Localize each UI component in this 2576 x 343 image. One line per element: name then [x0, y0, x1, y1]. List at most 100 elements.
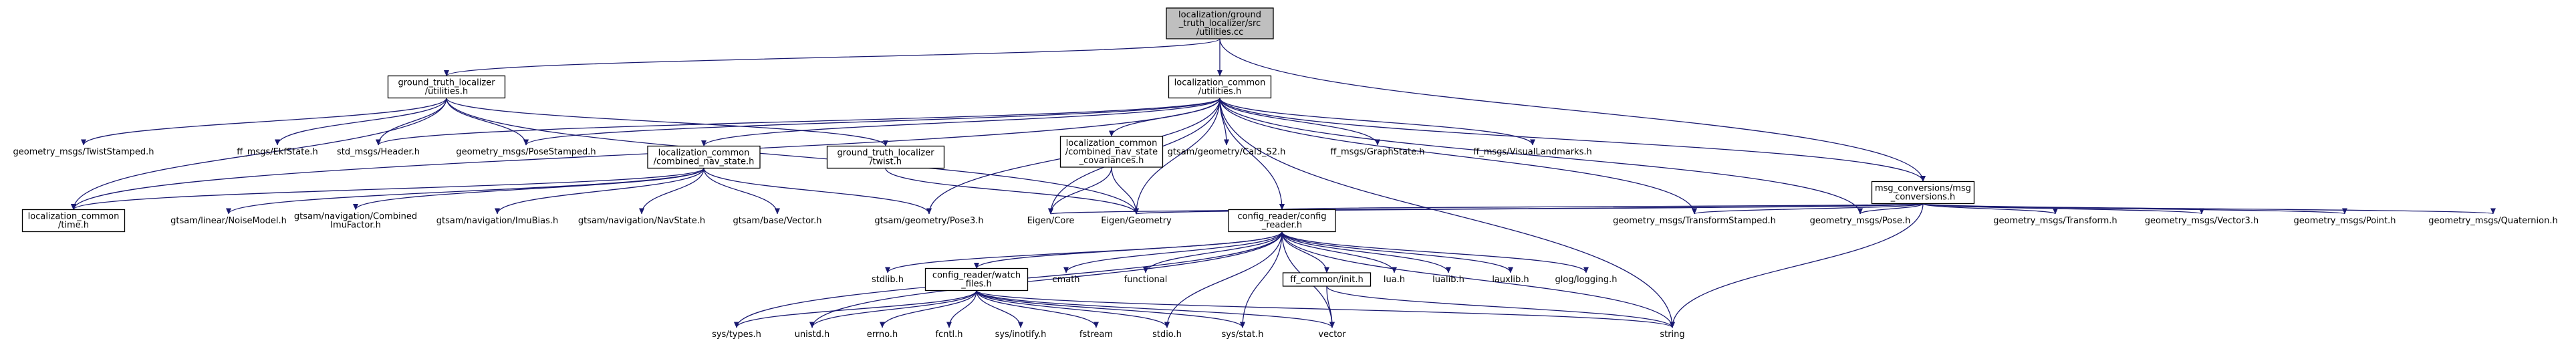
edge-cns-to-vector-h	[703, 168, 780, 215]
edge-lc-utilities-to-lc-time	[71, 98, 1220, 210]
node-label: gtsam/geometry/Pose3.h	[874, 216, 983, 226]
node-label: glog/logging.h	[1555, 275, 1618, 285]
node-gtl-utilities[interactable]: ground_truth_localizer/utilities.h	[387, 75, 506, 99]
node-cnsc[interactable]: localization_common/combined_nav_state_c…	[1059, 136, 1164, 168]
node-label: geometry_msgs/Vector3.h	[2145, 216, 2259, 226]
node-label-line: errno.h	[867, 330, 898, 340]
node-box	[1168, 75, 1272, 99]
node-label-line: string	[1660, 330, 1684, 340]
edge-watch-files-to-sys-types	[734, 290, 977, 328]
node-lua: lua.h	[1384, 275, 1405, 285]
node-label: unistd.h	[795, 330, 830, 340]
node-box	[1166, 7, 1274, 39]
dependency-nodes: localization/ground_truth_localizer/src /…	[13, 7, 2558, 340]
edge-config-reader-to-sys-stat	[1240, 231, 1283, 328]
node-label-line: gtsam/linear/NoiseModel.h	[170, 216, 287, 226]
node-lc-utilities[interactable]: localization_common/utilities.h	[1168, 75, 1272, 99]
edge-watch-files-to-string	[976, 290, 1675, 328]
node-config-reader[interactable]: config_reader/config_reader.h	[1228, 209, 1336, 233]
edge-gtl-utilities-to-twist-stamped	[81, 98, 447, 146]
node-lc-time[interactable]: localization_common/time.h	[21, 209, 126, 233]
node-ff-init[interactable]: ff_common/init.h	[1282, 272, 1372, 287]
edge-config-reader-to-lauxlib	[1281, 231, 1513, 273]
node-label-line: lualib.h	[1432, 275, 1464, 285]
node-cns[interactable]: localization_common/combined_nav_state.h	[647, 145, 761, 169]
node-glog: glog/logging.h	[1555, 275, 1618, 285]
node-label-line: localization/ground	[1178, 10, 1261, 20]
node-label: config_reader/config_reader.h	[1237, 212, 1326, 231]
node-label-line: Eigen/Core	[1027, 216, 1075, 226]
node-label-line: geometry_msgs/Point.h	[2294, 216, 2396, 226]
node-nav-state: gtsam/navigation/NavState.h	[578, 216, 705, 226]
node-eigen-geom: Eigen/Geometry	[1101, 216, 1172, 226]
node-label-line: sys/inotify.h	[995, 330, 1047, 340]
node-box	[826, 145, 945, 169]
node-label-line: /combined_nav_state	[1065, 147, 1158, 157]
edge-lc-utilities-to-string	[1219, 98, 1675, 328]
edge-cnsc-to-eigen-geom	[1111, 166, 1139, 215]
node-label: ground_truth_localizer/utilities.h	[398, 78, 495, 97]
node-label: fstream	[1079, 330, 1113, 340]
node-label-line: stdio.h	[1152, 330, 1182, 340]
node-visual-landmarks: ff_msgs/VisualLandmarks.h	[1473, 147, 1591, 157]
node-label-line: Eigen/Geometry	[1101, 216, 1172, 226]
edge-lc-utilities-to-eigen-geom	[1134, 98, 1220, 215]
node-lualib: lualib.h	[1432, 275, 1464, 285]
node-label-line: geometry_msgs/TransformStamped.h	[1613, 216, 1776, 226]
edge-gtl-utilities-to-std-header	[376, 98, 447, 146]
edge-lc-utilities-to-geo-pose	[1219, 98, 1863, 215]
node-label: ff_common/init.h	[1290, 275, 1363, 285]
node-label: functional	[1124, 275, 1168, 285]
node-fstream: fstream	[1079, 330, 1113, 340]
node-geo-transform: geometry_msgs/Transform.h	[1993, 216, 2117, 226]
node-geo-point: geometry_msgs/Point.h	[2294, 216, 2396, 226]
edge-msg-conv-to-geo-transform	[1922, 203, 2058, 215]
node-label-line: _truth_localizer/src	[1178, 19, 1261, 29]
node-label-line: gtsam/navigation/Combined	[294, 212, 417, 222]
node-label-line: stdlib.h	[872, 275, 904, 285]
node-label-line: sys/types.h	[712, 330, 761, 340]
node-label-line: ff_msgs/VisualLandmarks.h	[1473, 147, 1591, 157]
edge-cns-to-noise-model	[226, 168, 704, 215]
node-label-line: vector	[1318, 330, 1346, 340]
edge-gtl-twist-to-eigen-geom	[885, 168, 1139, 215]
node-label: localization/ground_truth_localizer/src/…	[1178, 10, 1261, 37]
edge-config-reader-to-glog	[1281, 231, 1589, 273]
node-box	[1228, 209, 1336, 233]
node-gtl-twist[interactable]: ground_truth_localizer/twist.h	[826, 145, 945, 169]
node-label: string	[1660, 330, 1684, 340]
node-geo-pose: geometry_msgs/Pose.h	[1810, 216, 1911, 226]
node-label-line: msg_conversions/msg	[1875, 184, 1971, 194]
node-label-line: /utilities.h	[425, 87, 468, 97]
node-label-line: ff_msgs/GraphState.h	[1331, 147, 1425, 157]
edge-watch-files-to-stdio	[976, 290, 1170, 328]
node-sys-types: sys/types.h	[712, 330, 761, 340]
node-label-line: localization_common	[658, 148, 750, 158]
edge-lc-utilities-to-config-reader	[1219, 98, 1285, 210]
edge-msg-conv-to-eigen-geom	[1134, 203, 1924, 215]
node-label-line: geometry_msgs/TwistStamped.h	[13, 147, 154, 157]
node-imu-bias: gtsam/navigation/ImuBias.h	[436, 216, 559, 226]
edge-config-reader-to-ff-init	[1281, 231, 1329, 273]
node-label: fcntl.h	[935, 330, 962, 340]
node-label-line: fcntl.h	[935, 330, 962, 340]
node-pose-stamped: geometry_msgs/PoseStamped.h	[456, 147, 596, 157]
node-label-line: glog/logging.h	[1555, 275, 1618, 285]
node-geo-vector3: geometry_msgs/Vector3.h	[2145, 216, 2259, 226]
node-label-line: ff_msgs/EkfState.h	[237, 147, 317, 157]
node-label: geometry_msgs/TransformStamped.h	[1613, 216, 1776, 226]
edge-watch-files-to-fcntl	[946, 290, 977, 328]
edge-cns-to-imu-bias	[495, 168, 704, 215]
edge-lc-utilities-to-visual-landmarks	[1219, 98, 1535, 146]
edge-lc-utilities-to-cns	[701, 98, 1220, 146]
node-label: errno.h	[867, 330, 898, 340]
node-label-line: sys/stat.h	[1222, 330, 1264, 340]
node-noise-model: gtsam/linear/NoiseModel.h	[170, 216, 287, 226]
node-msg-conv[interactable]: msg_conversions/msg_conversions.h	[1871, 181, 1975, 205]
node-watch-files[interactable]: config_reader/watch_files.h	[924, 267, 1029, 292]
edge-lc-utilities-to-graph-state	[1219, 98, 1380, 146]
edge-watch-files-to-vector	[976, 290, 1335, 328]
node-label: gtsam/navigation/NavState.h	[578, 216, 705, 226]
